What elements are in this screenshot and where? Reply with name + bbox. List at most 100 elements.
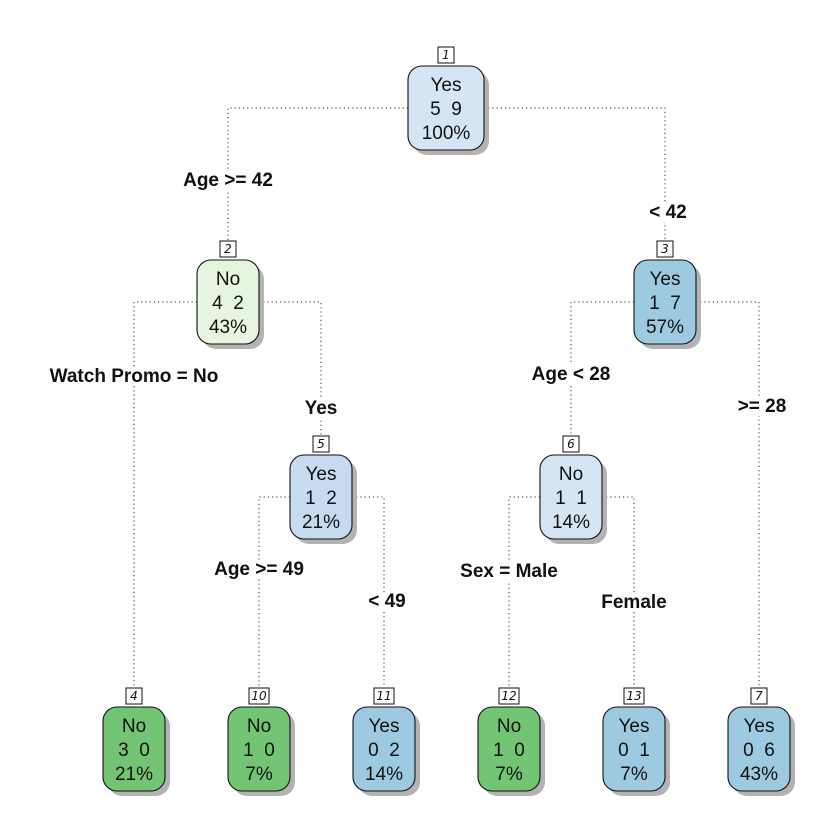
node-counts: 0 6	[743, 740, 775, 761]
node-number-box	[219, 240, 237, 258]
node-box	[477, 706, 541, 792]
node-label: Yes	[650, 269, 681, 290]
tree-edge-right	[259, 301, 322, 443]
node-box	[102, 706, 166, 792]
node-counts: 5 9	[430, 99, 462, 120]
node-number: 7	[755, 689, 763, 703]
tree-edge-left	[258, 496, 290, 695]
split-label-bg	[181, 171, 275, 190]
split-label-bg	[47, 367, 221, 386]
split-label-left: Age >= 49	[214, 559, 304, 580]
node-number-box	[623, 687, 645, 705]
node-counts: 4 2	[212, 293, 244, 314]
node-pct: 14%	[365, 764, 403, 785]
node-counts: 1 0	[243, 740, 275, 761]
split-label-right: < 49	[368, 591, 406, 612]
node-number-box	[750, 687, 768, 705]
node-pct: 21%	[115, 764, 153, 785]
node-number: 10	[251, 689, 267, 703]
node-number-box	[125, 687, 143, 705]
node-box	[539, 454, 603, 540]
node-pct: 7%	[495, 764, 523, 785]
node-counts: 1 1	[555, 488, 587, 509]
tree-edge-left	[227, 107, 408, 248]
node-number-box	[312, 435, 330, 453]
split-label-left: Watch Promo = No	[50, 366, 219, 387]
node-counts: 1 0	[493, 740, 525, 761]
node-box	[602, 706, 666, 792]
tree-node: 2No 4 2 43%	[196, 240, 264, 349]
split-label-left: Sex = Male	[460, 561, 558, 582]
node-number: 13	[626, 689, 641, 703]
node-pct: 7%	[245, 764, 273, 785]
node-number-box	[248, 687, 270, 705]
node-counts: 0 2	[368, 740, 400, 761]
node-pct: 7%	[620, 764, 648, 785]
node-label: Yes	[619, 716, 650, 737]
split-label-bg	[458, 562, 560, 581]
split-label-bg	[529, 365, 613, 384]
node-number: 6	[567, 437, 575, 451]
split-label-bg	[212, 560, 306, 579]
split-label-right: >= 28	[738, 396, 787, 417]
node-number-box	[373, 687, 395, 705]
node-counts: 1 2	[305, 488, 337, 509]
node-number-box	[562, 435, 580, 453]
node-pct: 43%	[740, 764, 778, 785]
split-label-bg	[599, 593, 669, 612]
node-box	[407, 65, 485, 151]
tree-node: 6No 1 1 14%	[539, 435, 607, 544]
split-label-right: < 42	[649, 202, 687, 223]
node-label: No	[559, 464, 583, 485]
tree-edge-left	[133, 301, 197, 695]
node-counts: 1 7	[649, 293, 681, 314]
node-number: 4	[130, 689, 138, 703]
tree-edge-right	[696, 301, 760, 695]
node-label: No	[497, 716, 521, 737]
node-label: No	[216, 269, 240, 290]
split-label-bg	[302, 399, 340, 418]
node-counts: 0 1	[618, 740, 650, 761]
node-label: Yes	[744, 716, 775, 737]
node-number: 1	[442, 48, 450, 62]
node-pct: 57%	[646, 317, 684, 338]
tree-edge-left	[508, 496, 540, 695]
node-box	[289, 454, 353, 540]
tree-edges	[133, 107, 760, 695]
tree-edge-right	[352, 496, 385, 695]
split-label-left: Age < 28	[532, 364, 611, 385]
node-label: Yes	[369, 716, 400, 737]
node-number: 5	[317, 437, 325, 451]
tree-edge-right	[484, 107, 666, 248]
node-number: 2	[224, 242, 232, 256]
node-pct: 14%	[552, 512, 590, 533]
split-label-right: Yes	[305, 398, 338, 419]
split-label-bg	[735, 397, 789, 416]
tree-edge-left	[570, 301, 634, 443]
node-pct: 43%	[209, 317, 247, 338]
tree-edge-right	[602, 496, 635, 695]
node-box	[227, 706, 291, 792]
node-label: No	[247, 716, 271, 737]
node-number: 12	[501, 689, 516, 703]
node-number-box	[498, 687, 520, 705]
split-label-bg	[647, 203, 689, 222]
node-pct: 100%	[422, 123, 471, 144]
node-pct: 21%	[302, 512, 340, 533]
node-box	[352, 706, 416, 792]
node-box	[196, 259, 260, 345]
node-label: No	[122, 716, 146, 737]
split-label-bg	[366, 592, 408, 611]
